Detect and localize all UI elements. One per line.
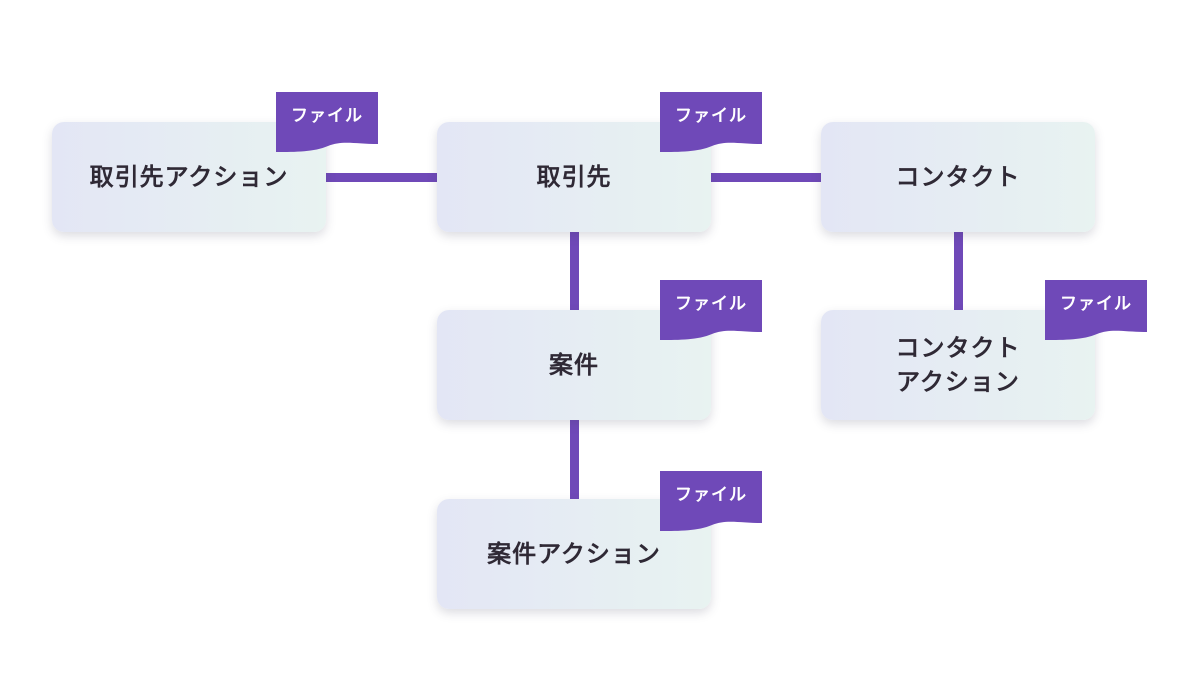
node-account-label: 取引先 [536,163,612,191]
connector-account-to-contact [710,173,822,182]
file-tag-account-action-label: ファイル [291,106,363,126]
file-tag-account: ファイル [660,92,762,152]
file-tag-opportunity-action-label: ファイル [675,485,747,505]
connector-contact-to-contact-action [954,232,963,312]
node-contact: コンタクト [821,122,1095,232]
connector-account-to-opportunity [570,232,579,312]
file-tag-account-action: ファイル [276,92,378,152]
file-tag-opportunity-label: ファイル [675,294,747,314]
file-tag-account-shape [660,92,762,152]
file-tag-contact-action-label: ファイル [1060,294,1132,314]
file-tag-opportunity-shape [660,280,762,340]
node-opportunity-label: 案件 [549,351,599,379]
connector-opportunity-to-opportunity-action [570,420,579,500]
file-tag-opportunity-action: ファイル [660,471,762,531]
file-tag-contact-action: ファイル [1045,280,1147,340]
connector-account-action-to-account [326,173,438,182]
file-tag-account-label: ファイル [675,106,747,126]
node-account-action-label: 取引先アクション [89,163,289,191]
node-contact-action-label: コンタクト アクション [895,334,1021,396]
file-tag-opportunity-action-shape [660,471,762,531]
node-opportunity-action-label: 案件アクション [487,540,661,568]
file-tag-contact-action-shape [1045,280,1147,340]
file-tag-account-action-shape [276,92,378,152]
file-tag-opportunity: ファイル [660,280,762,340]
node-contact-label: コンタクト [895,163,1021,191]
